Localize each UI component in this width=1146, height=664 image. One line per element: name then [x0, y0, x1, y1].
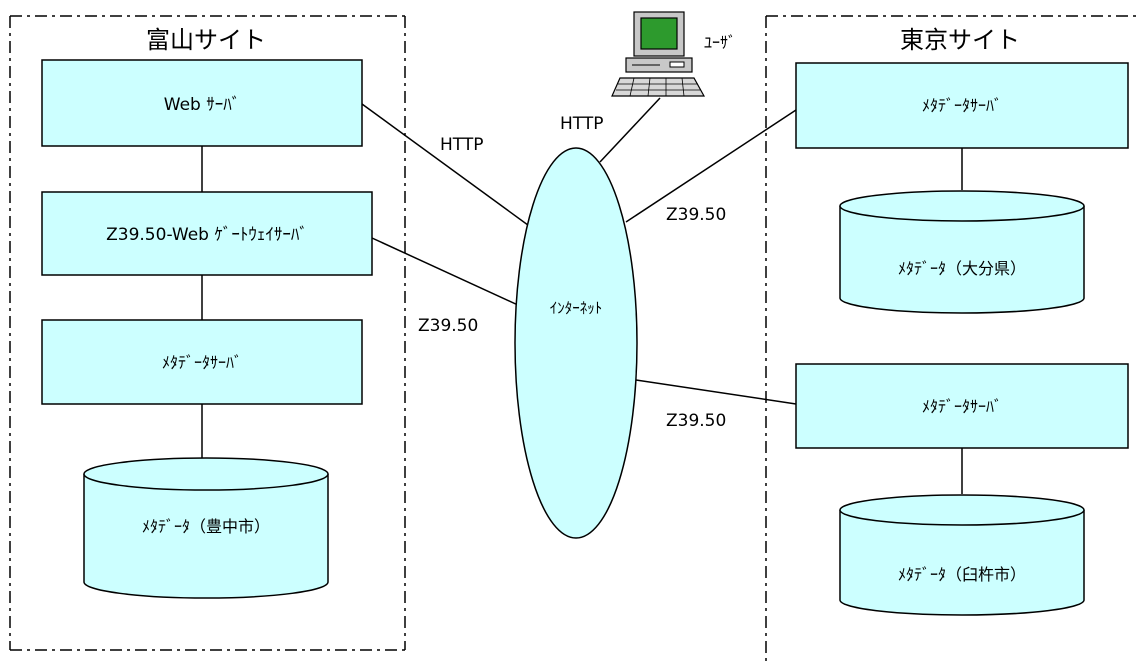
tokyo-metadata-db-2-label: ﾒﾀﾃﾞｰﾀ（臼杵市） [898, 565, 1026, 584]
toyama-metadata-db-cylinder [83, 457, 329, 599]
tokyo-metadata-server-2-label: ﾒﾀﾃﾞｰﾀｻｰﾊﾞ [922, 397, 1002, 416]
tokyo-metadata-server-1-box [795, 62, 1129, 149]
tokyo-metadata-server-1-label: ﾒﾀﾃﾞｰﾀｻｰﾊﾞ [922, 96, 1002, 115]
link-web-to-internet [361, 103, 533, 229]
tokyo-site-title: 東京サイト [900, 26, 1020, 54]
toyama-site-boundary [9, 15, 406, 651]
tokyo-metadata-db-1-label: ﾒﾀﾃﾞｰﾀ（大分県） [898, 259, 1026, 278]
tokyo-metadata-db-1-cylinder [839, 190, 1085, 314]
tokyo-metadata-db-2-cylinder [839, 494, 1085, 616]
tokyo-metadata-server-2-box [795, 363, 1129, 449]
tokyo-site-boundary [765, 15, 1140, 662]
tokyo-2-z3950-label: Z39.50 [666, 411, 726, 431]
toyama-metadata-db-label: ﾒﾀﾃﾞｰﾀ（豊中市） [142, 517, 270, 536]
internet-ellipse [514, 147, 638, 539]
user-computer-icon [611, 11, 706, 97]
gateway-server-box [41, 191, 373, 276]
gateway-server-label: Z39.50-Web ｹﾞｰﾄｳｪｲｻｰﾊﾞ [106, 225, 308, 245]
link-internet-to-tokyo-1 [625, 109, 797, 223]
web-http-label: HTTP [440, 135, 484, 155]
gateway-z3950-label: Z39.50 [418, 316, 478, 336]
web-server-box [41, 59, 363, 147]
user-label: ﾕｰｻﾞ [704, 33, 736, 52]
internet-label: ｲﾝﾀｰﾈｯﾄ [550, 299, 603, 317]
tokyo-1-z3950-label: Z39.50 [666, 205, 726, 225]
toyama-metadata-server-box [41, 319, 363, 405]
web-server-label: Web ｻｰﾊﾞ [164, 95, 240, 115]
toyama-site-title: 富山サイト [146, 26, 266, 54]
toyama-metadata-server-label: ﾒﾀﾃﾞｰﾀｻｰﾊﾞ [162, 353, 242, 372]
link-gateway-to-internet [371, 237, 521, 307]
link-user-to-internet [599, 97, 661, 163]
link-internet-to-tokyo-2 [635, 379, 797, 405]
connection-lines [201, 97, 963, 494]
user-http-label: HTTP [560, 114, 604, 134]
